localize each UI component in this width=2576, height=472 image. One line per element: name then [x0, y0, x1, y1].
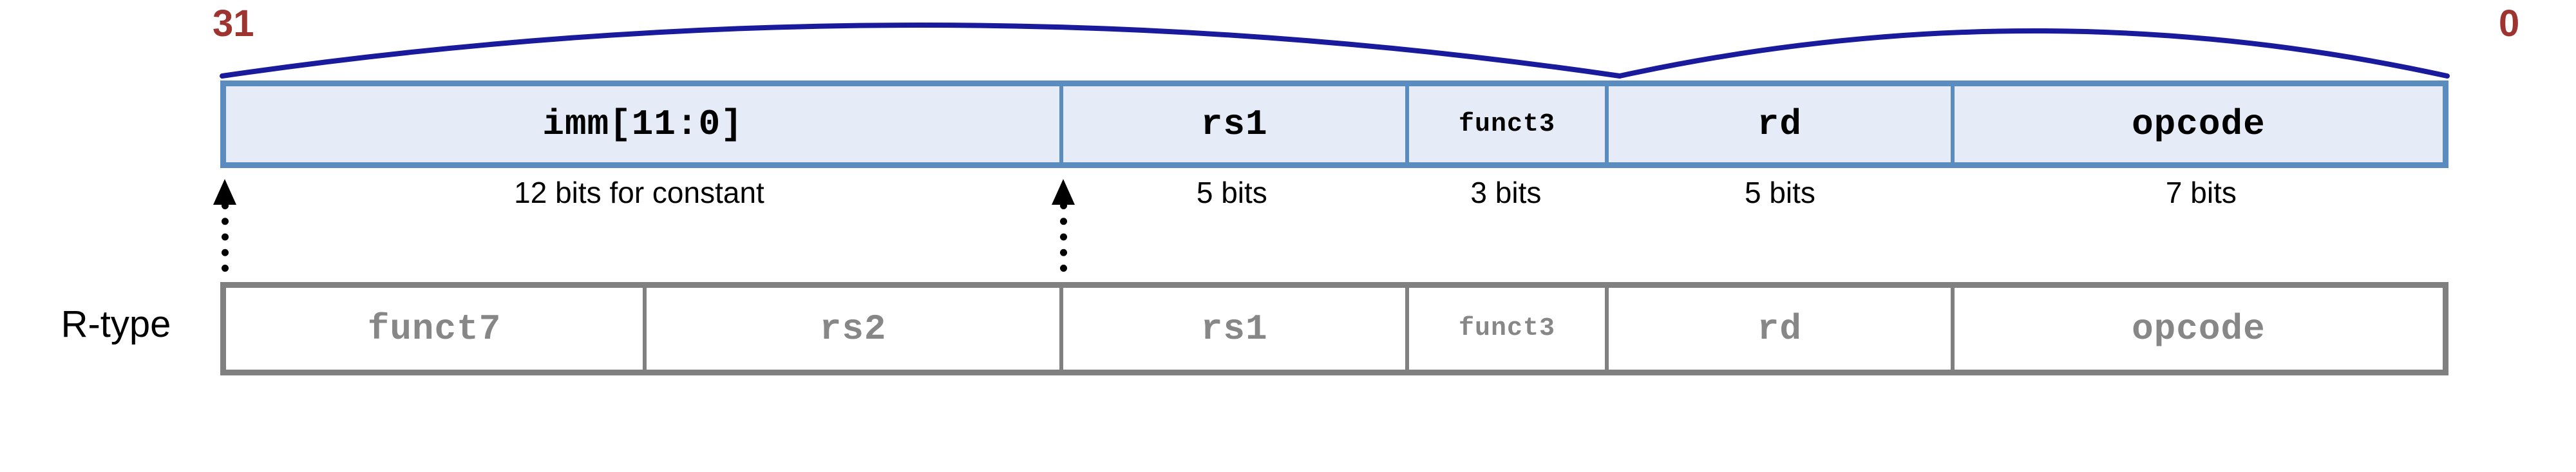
- opcode-width-caption: 7 bits: [2165, 176, 2237, 209]
- field-width-caption-row: 12 bits for constant 5 bits 3 bits 5 bit…: [220, 173, 2448, 223]
- itype-field-rd[interactable]: rd: [1604, 86, 1951, 162]
- imm-span-arc-right: [1617, 28, 2450, 79]
- bit-index-msb-label: 31: [213, 3, 254, 44]
- itype-field-funct3[interactable]: funct3: [1405, 86, 1605, 162]
- rtype-field-funct7[interactable]: funct7: [367, 308, 502, 350]
- imm-width-caption: 12 bits for constant: [514, 176, 764, 209]
- rtype-field-funct3[interactable]: funct3: [1405, 288, 1605, 370]
- rs1-width-caption: 5 bits: [1196, 176, 1267, 209]
- bit-index-lsb-label: 0: [2499, 3, 2520, 44]
- arrowhead-up-icon: [213, 179, 236, 205]
- arrow-shaft-dotted: [1060, 202, 1067, 272]
- itype-field-rs1[interactable]: rs1: [1059, 86, 1405, 162]
- arrow-shaft-dotted: [222, 202, 229, 272]
- rtype-row-label: R-type: [61, 303, 171, 345]
- rd-width-caption: 5 bits: [1744, 176, 1815, 209]
- funct3-width-caption: 3 bits: [1470, 176, 1542, 209]
- imm-span-arc-left: [220, 23, 1622, 79]
- itype-field-imm[interactable]: imm[11:0]: [542, 104, 743, 145]
- arrowhead-up-icon: [1052, 179, 1075, 205]
- imm-width-caption-cell: 12 bits for constant: [220, 173, 1058, 210]
- itype-field-opcode[interactable]: opcode: [1950, 86, 2443, 162]
- rtype-instruction-row: funct7 rs2 rs1 funct3 rd opcode: [220, 282, 2448, 375]
- itype-instruction-row: imm[11:0] rs1 funct3 rd opcode: [220, 80, 2448, 168]
- rtype-field-rd[interactable]: rd: [1604, 288, 1951, 370]
- rtype-field-opcode[interactable]: opcode: [1950, 288, 2443, 370]
- rtype-field-rs2[interactable]: rs2: [643, 288, 1059, 370]
- rtype-field-rs1[interactable]: rs1: [1059, 288, 1405, 370]
